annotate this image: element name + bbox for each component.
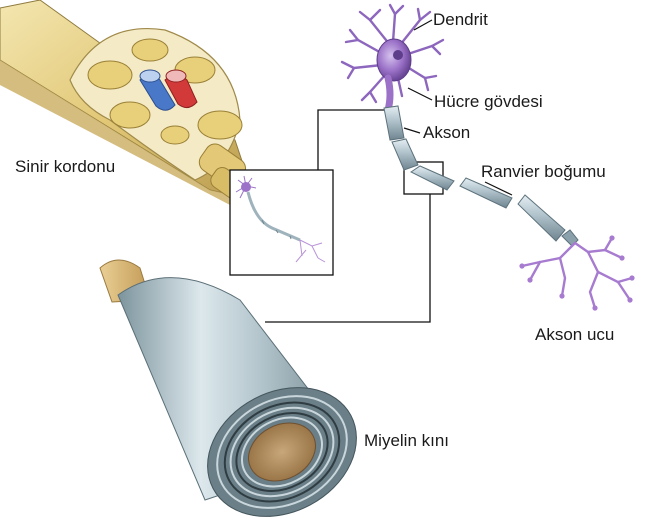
label-myelin-sheath: Miyelin kını	[364, 432, 449, 449]
label-cell-body: Hücre gövdesi	[434, 93, 543, 110]
label-axon: Akson	[423, 124, 470, 141]
label-axon-terminal: Akson ucu	[535, 326, 614, 343]
label-nerve-cord: Sinir kordonu	[15, 158, 115, 175]
label-node-of-ranvier: Ranvier boğumu	[481, 163, 606, 180]
